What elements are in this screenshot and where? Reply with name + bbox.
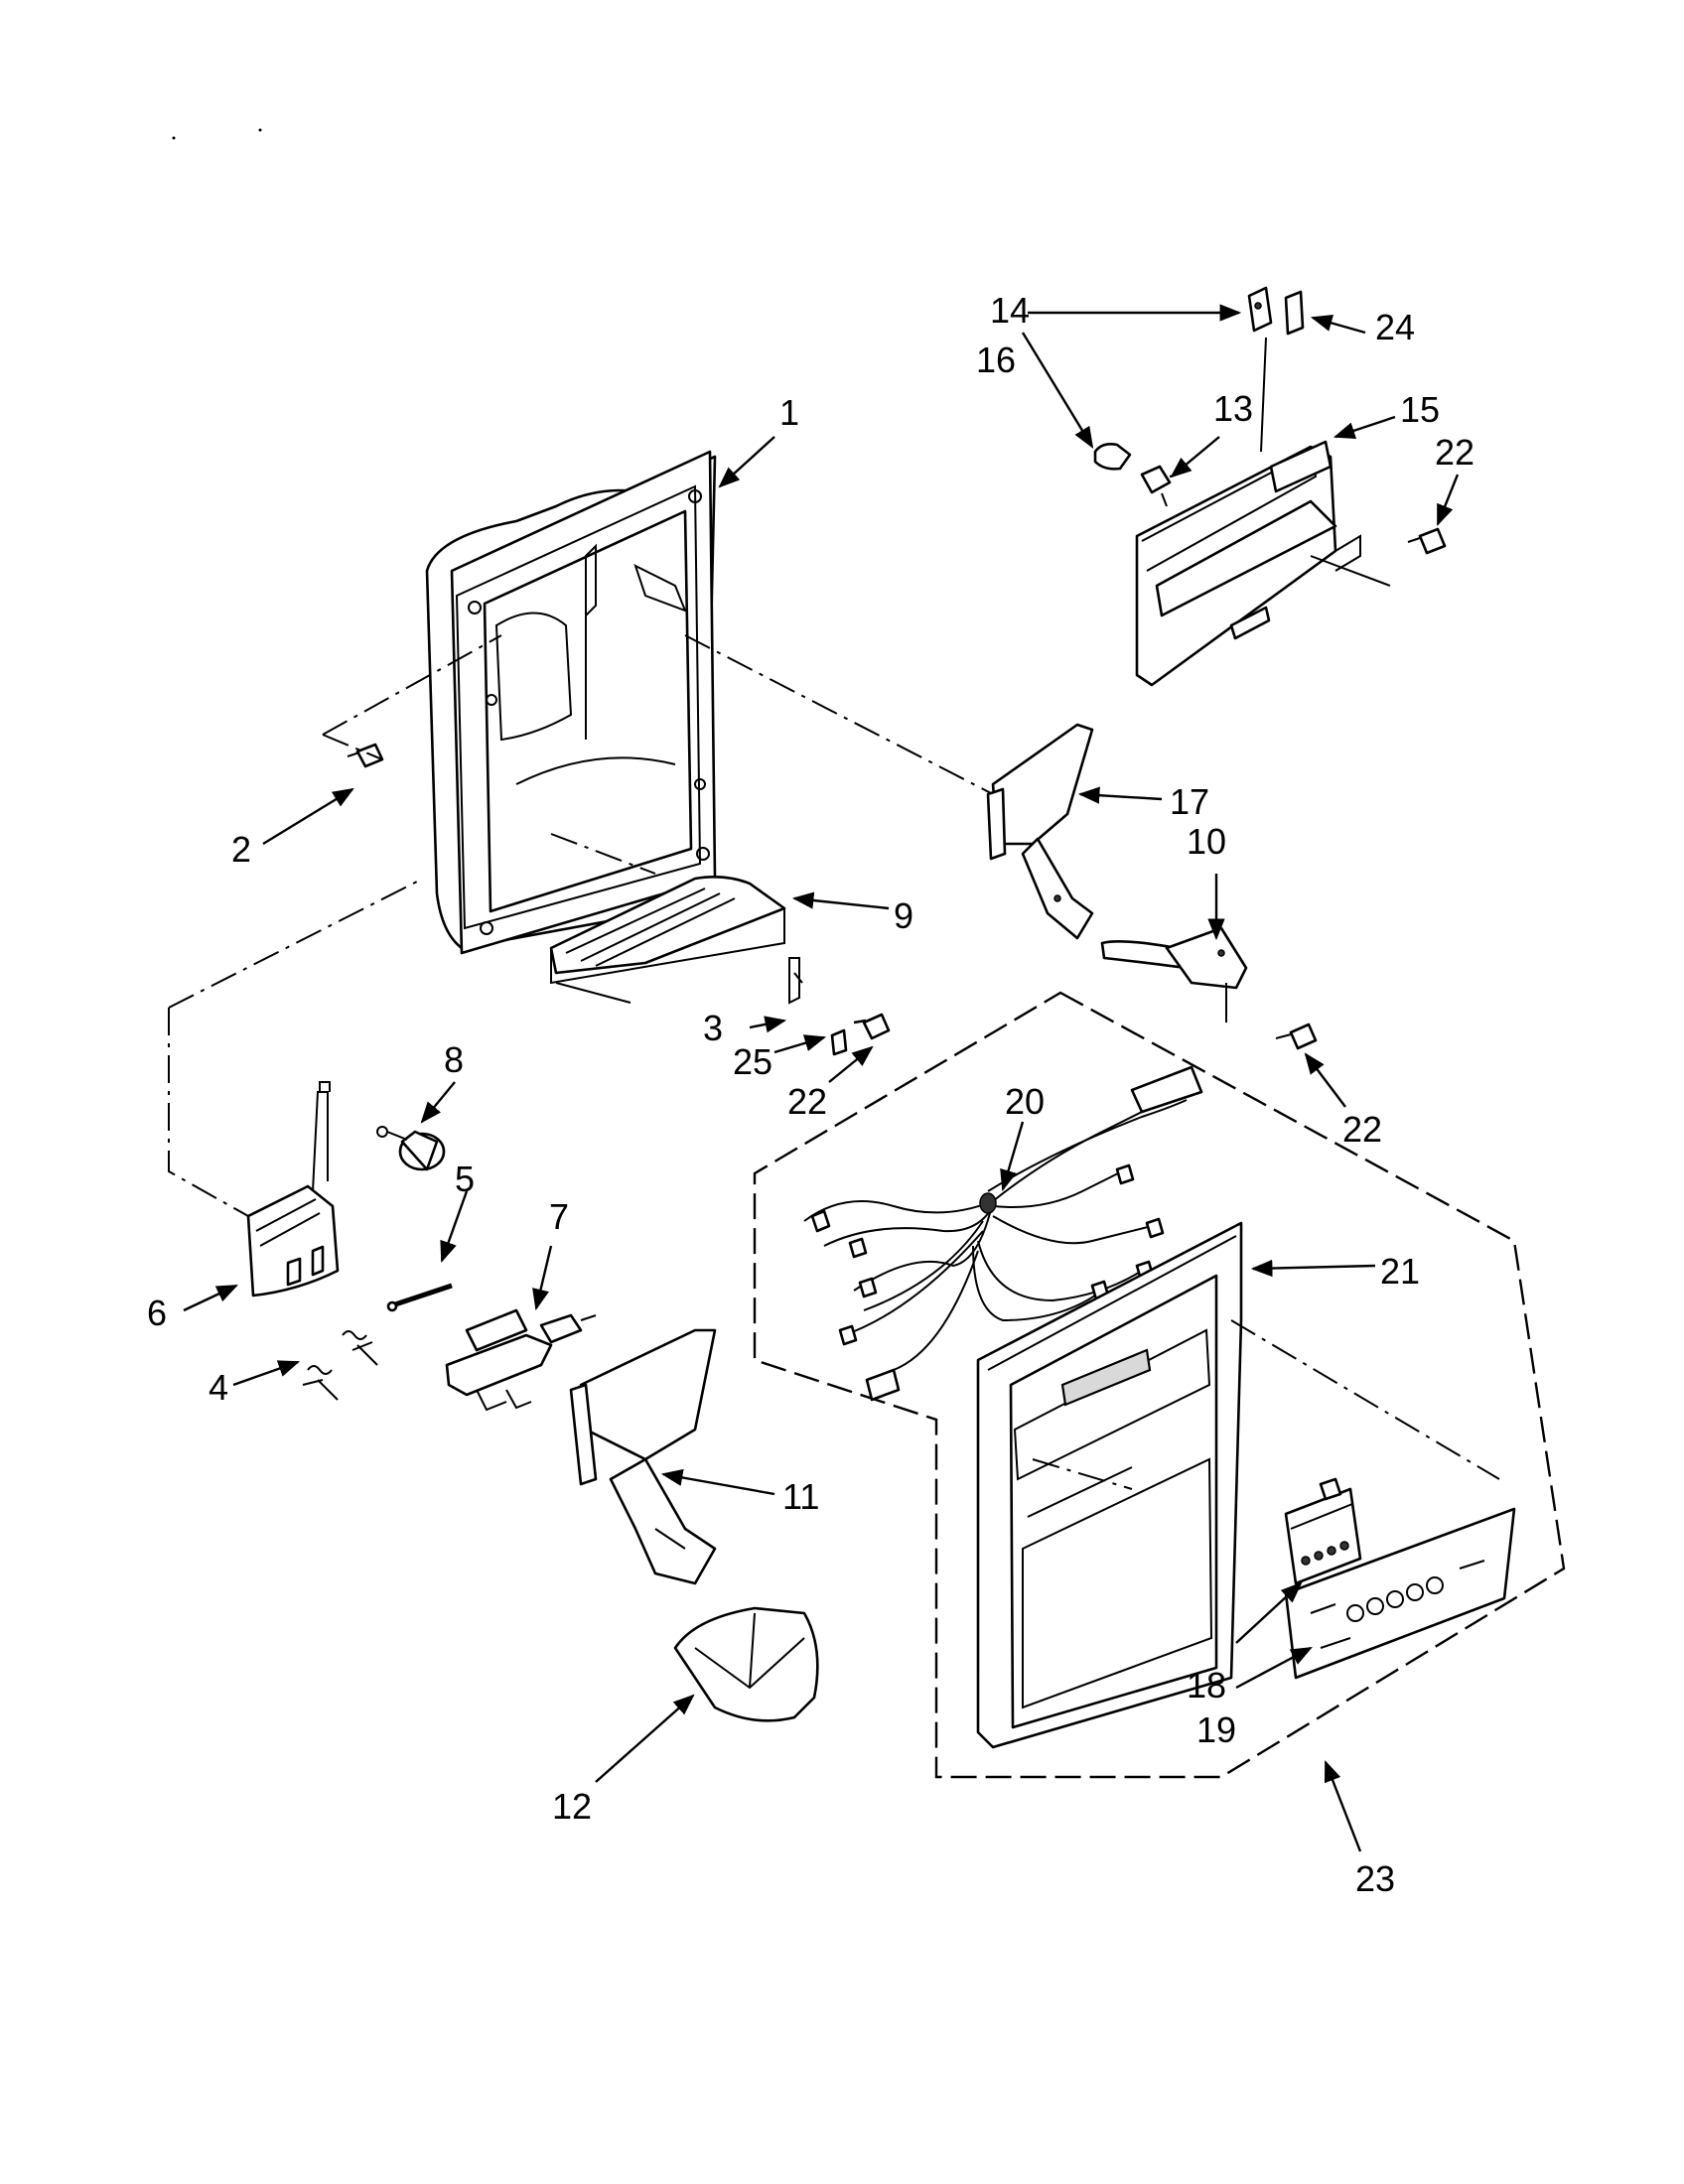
callout-13: 13 xyxy=(1213,388,1253,429)
dispenser-housing xyxy=(425,450,717,955)
actuator-switch xyxy=(445,1308,597,1412)
callout-24: 24 xyxy=(1375,307,1415,347)
pivot-pin xyxy=(386,1283,453,1312)
arm-10 xyxy=(1100,926,1248,1023)
callout-5: 5 xyxy=(455,1159,475,1199)
callout-16: 16 xyxy=(976,340,1016,380)
screw-22-top xyxy=(1407,527,1447,555)
callout-3: 3 xyxy=(703,1008,723,1048)
callout-15: 15 xyxy=(1400,389,1440,430)
bulb-16 xyxy=(1093,443,1132,471)
screw-2 xyxy=(347,743,384,768)
callout-10: 10 xyxy=(1187,821,1226,862)
callout-14: 14 xyxy=(990,290,1030,331)
callout-2: 2 xyxy=(231,829,251,870)
solenoid-assembly xyxy=(246,1081,340,1297)
switch-14 xyxy=(1247,286,1273,333)
springs xyxy=(302,1330,378,1401)
callout-17: 17 xyxy=(1170,781,1209,822)
ice-chute xyxy=(673,1606,819,1722)
callout-25: 25 xyxy=(733,1041,772,1082)
damper-motor xyxy=(376,1126,446,1171)
control-board xyxy=(1284,1477,1362,1585)
screw-22-mid xyxy=(1275,1023,1318,1050)
callout-11: 11 xyxy=(782,1476,819,1517)
callout-4: 4 xyxy=(209,1367,228,1408)
callout-6: 6 xyxy=(147,1293,167,1333)
control-box xyxy=(1135,337,1391,687)
callout-9: 9 xyxy=(894,895,913,936)
callout-19: 19 xyxy=(1196,1709,1236,1750)
callout-23: 23 xyxy=(1355,1858,1395,1899)
leader-lines xyxy=(183,304,1460,1852)
callout-22-right: 22 xyxy=(1342,1109,1382,1150)
callout-18: 18 xyxy=(1187,1665,1226,1706)
insulator-24 xyxy=(1284,290,1305,336)
callout-7: 7 xyxy=(549,1196,569,1237)
wire-harness xyxy=(803,1065,1203,1402)
callout-20: 20 xyxy=(1005,1081,1045,1122)
ice-lever xyxy=(569,1328,717,1585)
socket-13 xyxy=(1140,465,1178,507)
callout-12: 12 xyxy=(552,1786,592,1827)
callout-21: 21 xyxy=(1380,1251,1420,1292)
bracket-17 xyxy=(986,723,1094,940)
small-hardware xyxy=(788,957,891,1056)
callout-22-top: 22 xyxy=(1435,432,1474,473)
drip-tray xyxy=(549,876,786,1004)
callout-labels: 1 2 3 4 5 6 7 8 9 10 11 12 13 14 15 16 1… xyxy=(147,290,1474,1899)
callout-1: 1 xyxy=(779,392,799,433)
front-panel xyxy=(976,1221,1243,1749)
callout-8: 8 xyxy=(444,1039,464,1080)
callout-22-mid: 22 xyxy=(787,1081,827,1122)
